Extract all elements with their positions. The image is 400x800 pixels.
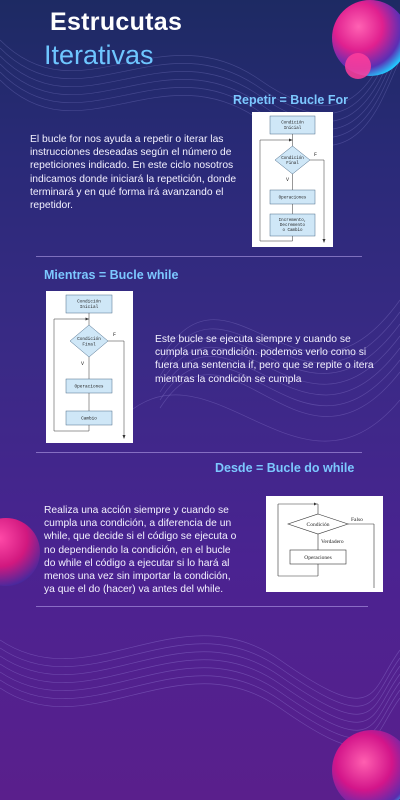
for-update-line2: Decremento <box>280 224 306 228</box>
for-process-label: Operaciones <box>279 196 307 201</box>
orb-left <box>0 518 40 586</box>
for-update-line3: o Cambio <box>282 228 303 233</box>
while-description: Este bucle se ejecuta siempre y cuando s… <box>155 334 374 385</box>
while-update-label: Cambio <box>81 417 97 422</box>
for-heading: Repetir = Bucle For <box>233 93 348 107</box>
for-start-line1: Condición <box>281 121 304 126</box>
dowhile-true-label: Verdadero <box>321 539 344 545</box>
for-flowchart: Condición Inicial Condición Final F V Op… <box>252 112 333 247</box>
while-start-line1: Condición <box>77 300 101 305</box>
divider-3 <box>36 606 368 607</box>
while-decision-line2: Final <box>82 343 96 348</box>
for-false-label: F <box>314 152 317 158</box>
dowhile-false-label: Falso <box>351 517 363 523</box>
dowhile-flowchart: Condición Falso Verdadero Operaciones <box>266 496 383 592</box>
orb-top-right-small <box>345 53 371 79</box>
for-decision-line1: Condición <box>281 156 304 161</box>
dowhile-description: Realiza una acción siempre y cuando se c… <box>44 505 237 596</box>
dowhile-process-label: Operaciones <box>304 555 332 561</box>
dowhile-heading: Desde = Bucle do while <box>215 461 355 475</box>
while-true-label: V <box>81 361 84 367</box>
for-start-line2: Inicial <box>284 126 302 131</box>
while-false-label: F <box>113 332 116 338</box>
for-decision-line2: Final <box>286 161 299 166</box>
while-heading: Mientras = Bucle while <box>44 268 179 282</box>
while-process-label: Operaciones <box>75 385 104 390</box>
wave-lines-middle <box>119 299 400 442</box>
divider-1 <box>36 256 362 257</box>
divider-2 <box>36 452 362 453</box>
while-decision-line1: Condición <box>77 337 101 342</box>
orb-bottom-right <box>332 730 400 800</box>
while-start-line2: Inicial <box>80 305 99 310</box>
dowhile-decision-label: Condición <box>307 522 330 528</box>
for-description: El bucle for nos ayuda a repetir o itera… <box>30 134 237 212</box>
page-subtitle: Iterativas <box>44 40 154 70</box>
for-update-line1: Incremento, <box>279 219 307 223</box>
while-flowchart: Condición Inicial Condición Final F V Op… <box>46 291 133 443</box>
for-true-label: V <box>286 177 289 183</box>
wave-lines-bottom <box>0 635 400 747</box>
page-title: Estrucutas <box>50 8 183 36</box>
